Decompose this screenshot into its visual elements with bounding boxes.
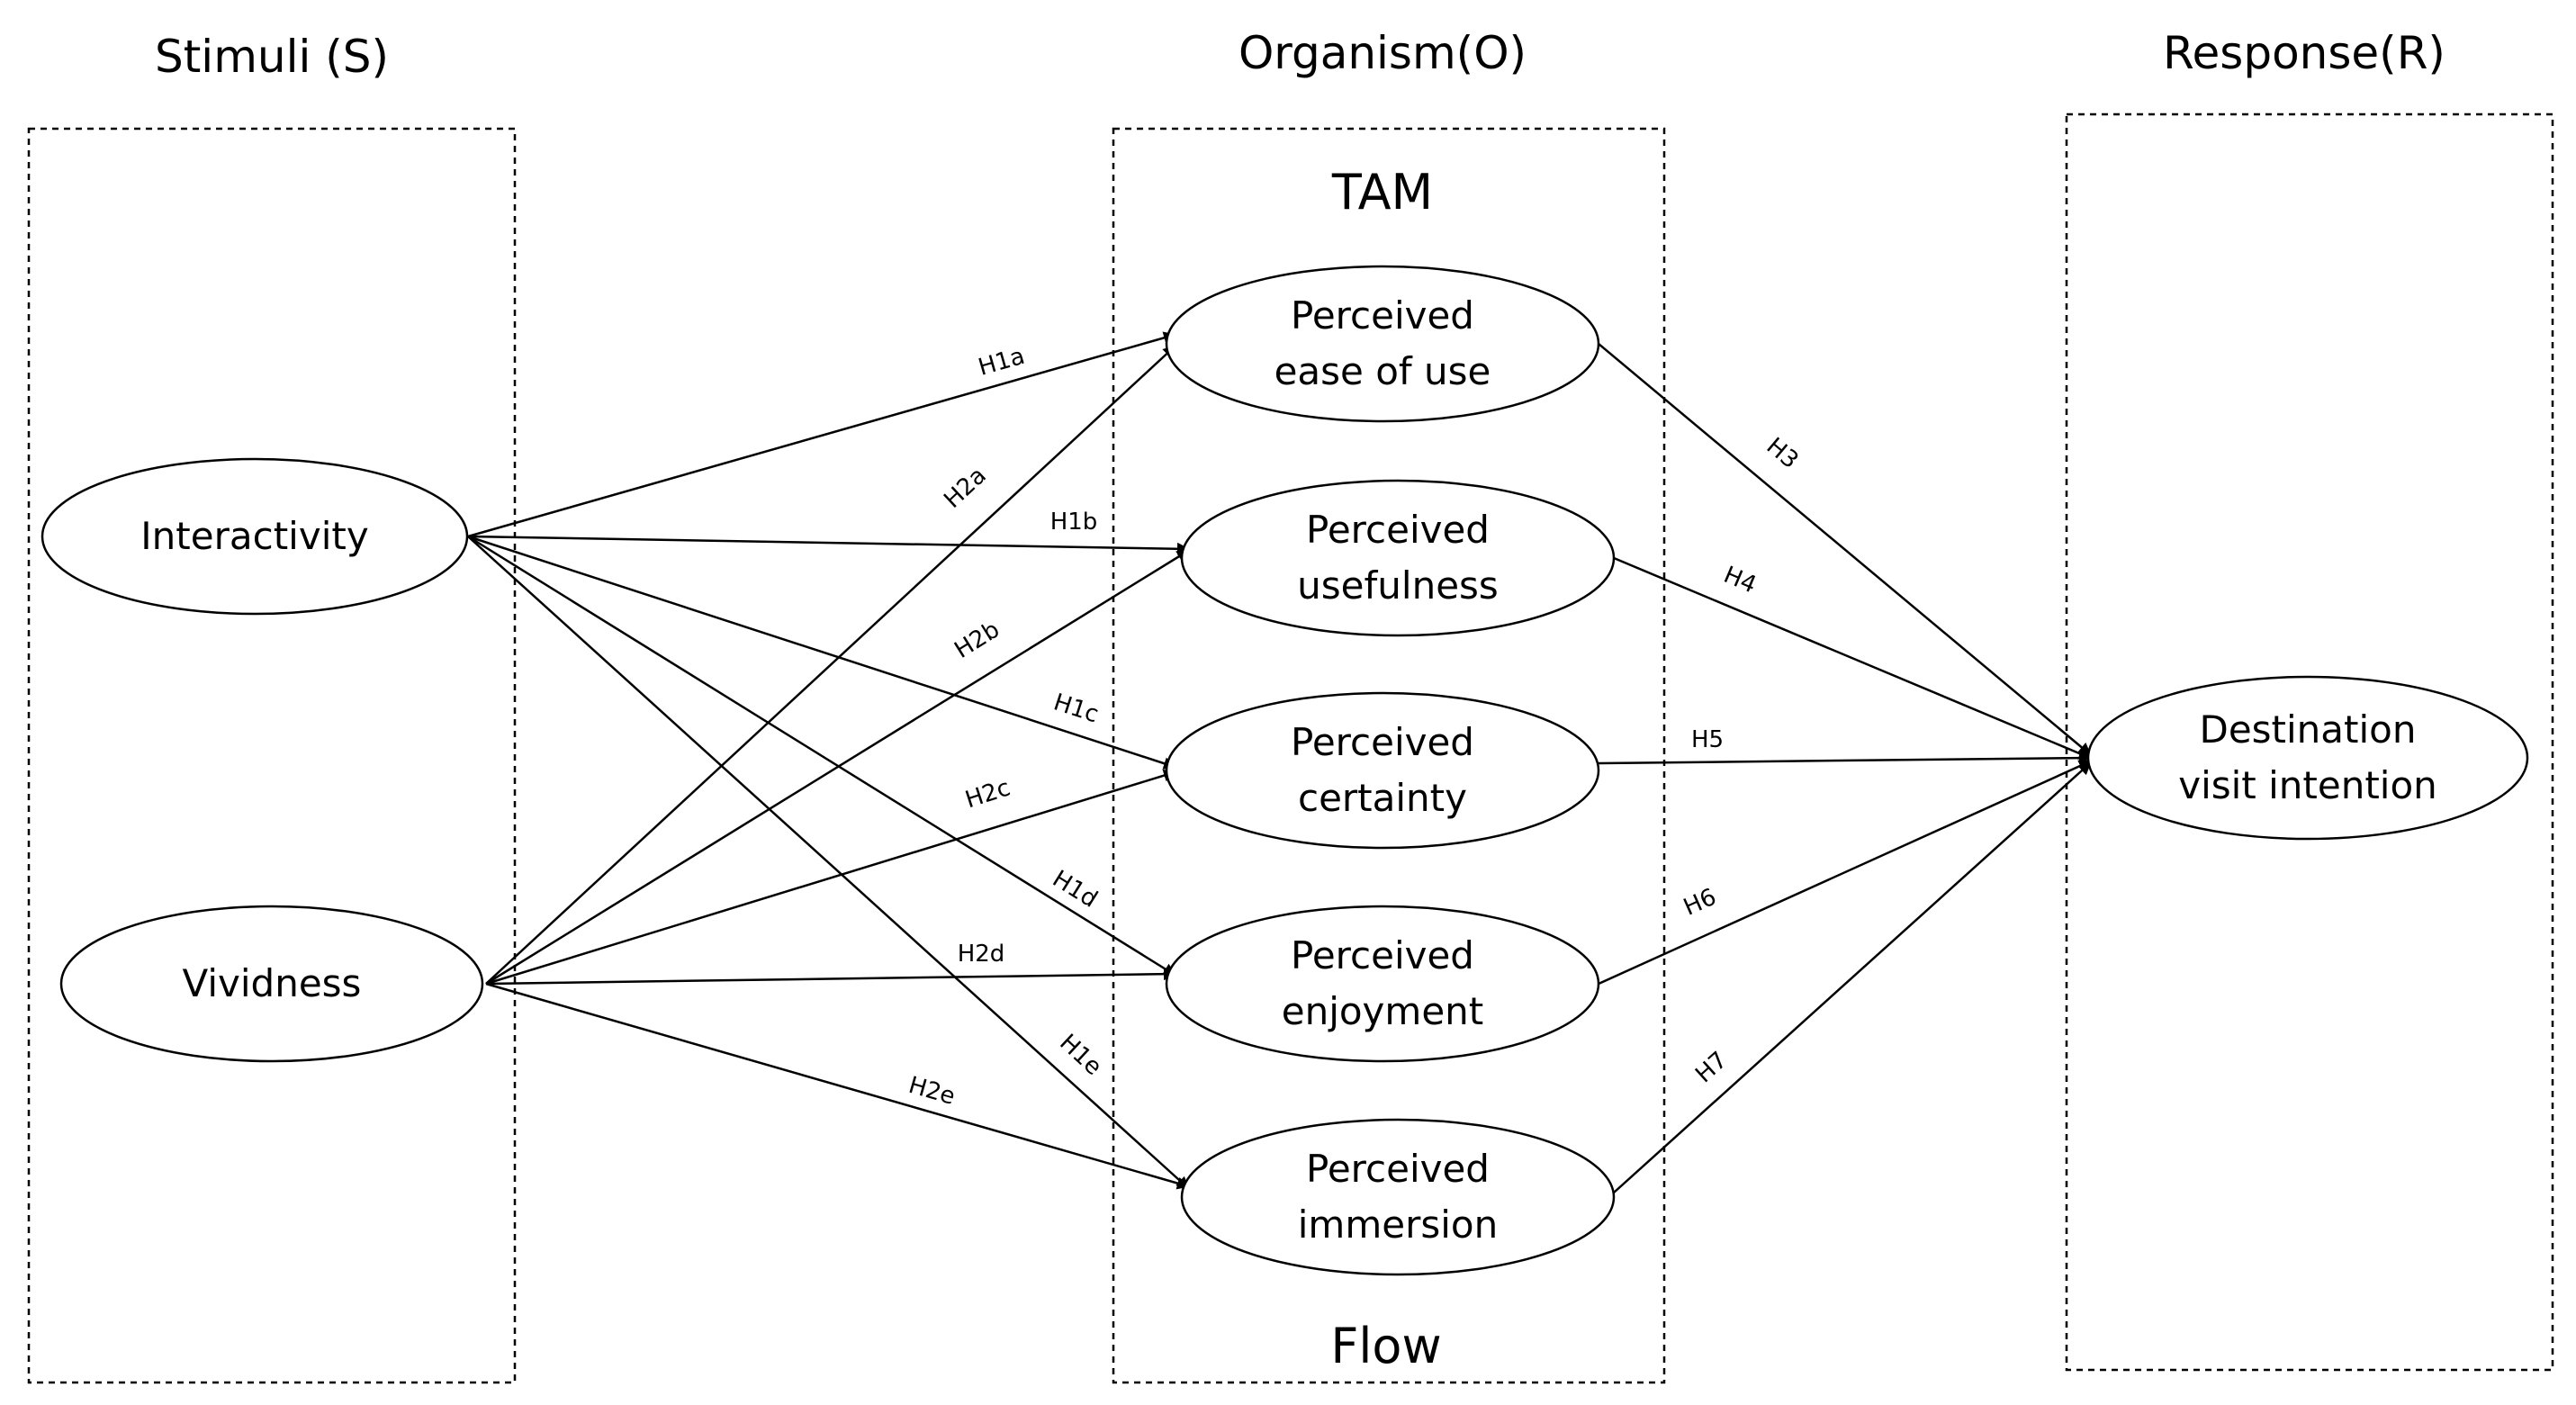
node-pc: Perceived certainty	[1165, 691, 1600, 850]
edge-h2d-arrow	[485, 968, 1176, 986]
tam-group-label: TAM	[1331, 164, 1433, 221]
node-peou-label: Perceived	[1291, 293, 1474, 338]
edge-label-h1c: H1c	[1050, 689, 1102, 728]
node-pi-label: Perceived	[1306, 1147, 1490, 1191]
response-column-title: Response(R)	[2163, 27, 2445, 79]
edge-label-h5: H5	[1691, 726, 1724, 753]
node-pe: Perceived enjoyment	[1165, 905, 1600, 1063]
edge-h6-arrow	[1598, 760, 2092, 986]
edge-label-h6: H6	[1680, 884, 1720, 922]
edge-label-h2e: H2e	[905, 1072, 958, 1111]
node-pc-ellipse	[1165, 691, 1600, 850]
stimuli-column-title: Stimuli (S)	[155, 31, 389, 83]
node-peou-ellipse	[1165, 265, 1600, 423]
node-dvi-label: Destination	[2199, 707, 2416, 752]
node-vividness: Vividness	[59, 905, 484, 1063]
edge-label-h1d: H1d	[1048, 866, 1103, 914]
edge-h7-arrow	[1613, 761, 2092, 1193]
edge-h4-arrow	[1613, 556, 2092, 760]
node-interactivity: Interactivity	[41, 457, 469, 616]
edge-h3-arrow	[1598, 343, 2092, 756]
node-pi-label: immersion	[1298, 1202, 1498, 1247]
edge-h1c-arrow	[467, 535, 1176, 770]
node-pi-ellipse	[1180, 1118, 1616, 1276]
node-pc-label: Perceived	[1291, 720, 1474, 764]
edge-label-h2b: H2b	[950, 617, 1005, 664]
edge-h1d-arrow	[467, 535, 1176, 977]
edge-h5-arrow	[1598, 752, 2092, 765]
node-pi: Perceived immersion	[1180, 1118, 1616, 1276]
edge-label-h2c: H2c	[962, 774, 1013, 814]
edge-h2a-arrow	[485, 345, 1176, 985]
node-pu-label: usefulness	[1297, 563, 1499, 608]
organism-box	[1112, 127, 1666, 1384]
response-box	[2065, 113, 2554, 1372]
edge-label-h4: H4	[1720, 562, 1761, 599]
edge-label-h2a: H2a	[939, 462, 992, 513]
organism-column-title: Organism(O)	[1238, 27, 1527, 79]
edge-h2c-arrow	[485, 769, 1176, 986]
edge-h2e-arrow	[485, 982, 1190, 1190]
node-dvi: Destination visit intention	[2086, 675, 2529, 841]
node-interactivity-label: Interactivity	[140, 514, 368, 558]
node-dvi-ellipse	[2086, 675, 2529, 841]
node-dvi-label: visit intention	[2178, 763, 2437, 807]
node-pu-label: Perceived	[1306, 508, 1490, 552]
node-interactivity-ellipse	[41, 457, 469, 616]
node-vividness-label: Vividness	[183, 961, 362, 1005]
node-peou-label: ease of use	[1274, 349, 1491, 393]
edge-label-h7: H7	[1690, 1047, 1733, 1088]
edge-label-h2d: H2d	[958, 941, 1005, 968]
edges-layer	[467, 331, 2092, 1193]
node-vividness-ellipse	[59, 905, 484, 1063]
node-pe-label: enjoyment	[1282, 989, 1484, 1033]
node-peou: Perceived ease of use	[1165, 265, 1600, 423]
node-pe-label: Perceived	[1291, 933, 1474, 977]
edge-label-h3: H3	[1761, 433, 1804, 474]
node-pe-ellipse	[1165, 905, 1600, 1063]
flow-group-label: Flow	[1330, 1318, 1441, 1374]
edge-label-h1b: H1b	[1050, 509, 1098, 536]
node-pu: Perceived usefulness	[1180, 479, 1616, 637]
edge-h1e-arrow	[467, 536, 1190, 1190]
edge-h1b-arrow	[467, 535, 1190, 555]
edge-h2b-arrow	[485, 549, 1190, 986]
edge-label-h1a: H1a	[976, 343, 1028, 382]
node-pu-ellipse	[1180, 479, 1616, 637]
edge-h1a-arrow	[467, 331, 1176, 538]
stimuli-box	[27, 127, 517, 1384]
node-pc-label: certainty	[1298, 776, 1467, 820]
